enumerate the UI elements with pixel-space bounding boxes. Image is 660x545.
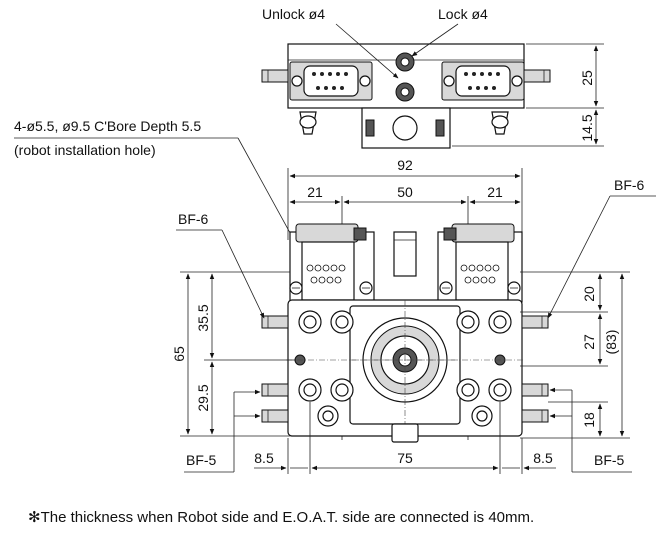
dim-14-5: 14.5: [579, 114, 595, 141]
dim-18: 18: [581, 412, 597, 428]
dim-8-5-left: 8.5: [254, 450, 274, 466]
dim-25: 25: [579, 70, 595, 86]
lock-port: [395, 82, 415, 102]
top-view: Unlock ø4 Lock ø4 25 14.5: [261, 6, 604, 149]
bf6-left-label: BF-6: [178, 211, 209, 227]
front-view: 92 21 50 21: [171, 157, 630, 474]
dim-65: 65: [171, 346, 187, 362]
dim-92: 92: [397, 157, 413, 173]
mount-hole-callout: 4-ø5.5, ø9.5 C'Bore Depth 5.5: [14, 118, 201, 134]
dim-8-5-right: 8.5: [533, 450, 553, 466]
dim-75: 75: [397, 450, 413, 466]
top-right-connector: [441, 61, 525, 101]
top-left-connector: [289, 61, 373, 101]
dim-21-left: 21: [307, 184, 323, 200]
bf5-left-label: BF-5: [186, 452, 217, 468]
dim-35-5: 35.5: [195, 304, 211, 331]
dim-50: 50: [397, 184, 413, 200]
bf6-right-label: BF-6: [614, 177, 645, 193]
bf5-right-label: BF-5: [594, 452, 625, 468]
front-left-connector: [289, 223, 375, 303]
mount-hole-note: (robot installation hole): [14, 142, 156, 158]
front-right-connector: [437, 223, 523, 303]
unlock-label: Unlock ø4: [262, 6, 325, 22]
dim-21-right: 21: [487, 184, 503, 200]
mount-holes: [330, 310, 480, 402]
dim-20: 20: [581, 286, 597, 302]
dim-29-5: 29.5: [195, 384, 211, 411]
dim-83: (83): [603, 330, 619, 355]
unlock-port: [395, 52, 415, 72]
side-ports: [294, 310, 512, 427]
dim-27: 27: [581, 334, 597, 350]
footnote: ✻The thickness when Robot side and E.O.A…: [28, 509, 534, 526]
lock-label: Lock ø4: [438, 6, 488, 22]
